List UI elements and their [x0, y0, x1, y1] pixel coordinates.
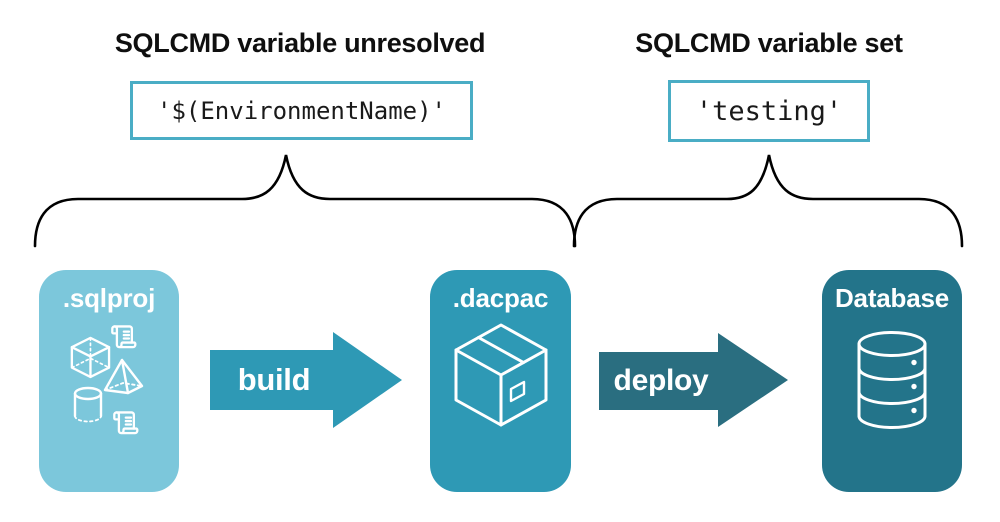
- build-arrow-icon: [210, 332, 402, 428]
- node-database: Database: [822, 270, 962, 492]
- database-cylinder-icon: [857, 331, 927, 429]
- node-dacpac-label: .dacpac: [452, 283, 549, 313]
- scroll-icon: [113, 411, 139, 435]
- node-sqlproj: .sqlproj: [39, 270, 179, 492]
- code-value-unresolved: '$(EnvironmentName)': [157, 96, 446, 125]
- left-brace-icon: [33, 154, 577, 248]
- code-box-unresolved: '$(EnvironmentName)': [130, 81, 473, 140]
- node-dacpac: .dacpac: [430, 270, 571, 492]
- sql-project-objects-icon: [70, 325, 144, 435]
- node-sqlproj-label: .sqlproj: [62, 283, 156, 313]
- cylinder-icon: [73, 386, 103, 423]
- build-arrow-label: build: [237, 362, 311, 397]
- code-value-set: 'testing': [695, 95, 843, 127]
- pyramid-icon: [103, 358, 144, 395]
- heading-variable-set: SQLCMD variable set: [635, 28, 903, 58]
- code-box-set: 'testing': [668, 80, 870, 142]
- package-box-icon: [454, 323, 548, 427]
- deploy-arrow-label: deploy: [613, 364, 709, 397]
- node-database-label: Database: [834, 283, 950, 313]
- scroll-icon: [111, 325, 137, 349]
- cube-icon: [70, 336, 111, 379]
- heading-variable-unresolved: SQLCMD variable unresolved: [114, 28, 486, 58]
- right-brace-icon: [572, 154, 964, 248]
- deploy-arrow-icon: [599, 333, 788, 427]
